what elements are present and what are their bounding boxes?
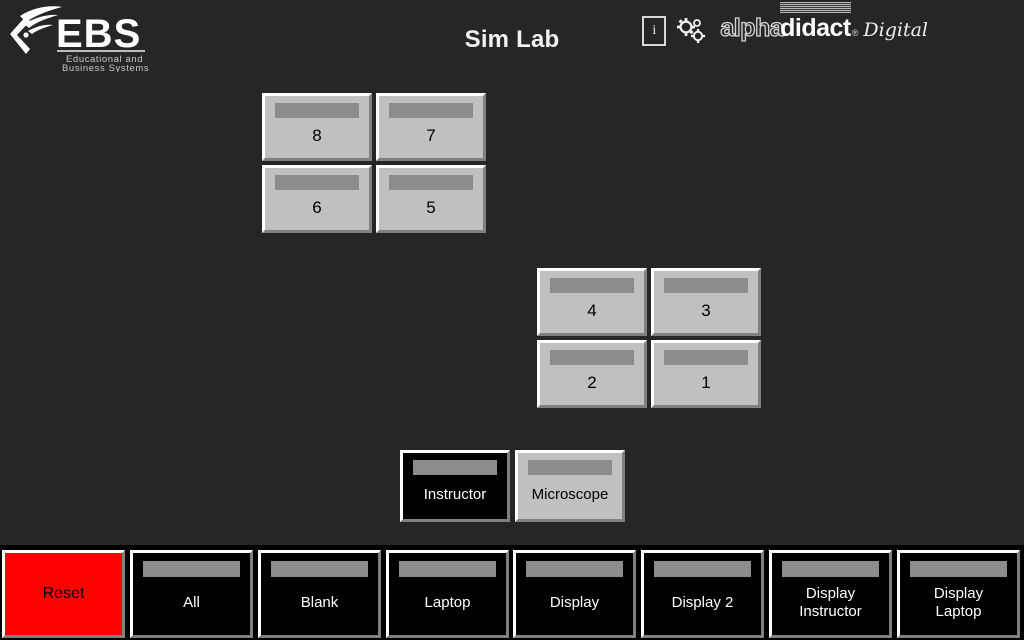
button-bar (526, 561, 623, 577)
station-bar (550, 278, 634, 293)
ebs-logo: EBS Educational and Business Systems (4, 4, 154, 74)
display-button[interactable]: Display (513, 550, 636, 638)
page-title: Sim Lab (464, 26, 560, 53)
station-bar (664, 350, 748, 365)
brand-bar-decoration (780, 2, 851, 13)
source-bar (528, 460, 612, 475)
reset-button[interactable]: Reset (2, 550, 125, 638)
brand-didact-label: didact (780, 14, 851, 42)
source-label: Microscope (531, 485, 609, 503)
station-label: 7 (426, 125, 436, 145)
gears-icon[interactable] (675, 16, 709, 46)
station-label: 3 (701, 300, 711, 320)
button-bar (654, 561, 751, 577)
brand-didact-text: didact (780, 2, 851, 43)
display-laptop-button[interactable]: Display Laptop (897, 550, 1020, 638)
laptop-button[interactable]: Laptop (386, 550, 509, 638)
laptop-button-label: Laptop (424, 594, 471, 611)
station-button-2[interactable]: 2 (537, 340, 647, 408)
button-bar (143, 561, 240, 577)
station-label: 2 (587, 372, 597, 392)
button-bar (782, 561, 879, 577)
source-label: Instructor (423, 485, 487, 503)
blank-button[interactable]: Blank (258, 550, 381, 638)
header-right-group: i (642, 2, 928, 48)
station-label: 6 (312, 197, 322, 217)
display-2-button-label: Display 2 (671, 594, 734, 611)
station-bar (389, 175, 473, 190)
station-button-1[interactable]: 1 (651, 340, 761, 408)
alphadidact-logo: alpha didact ® Digital (720, 2, 928, 48)
display-laptop-button-label: Display Laptop (900, 577, 1017, 635)
info-icon[interactable]: i (642, 16, 667, 46)
label-line-1: Display (933, 585, 984, 602)
source-button-instructor[interactable]: Instructor (400, 450, 510, 522)
registered-mark: ® (851, 28, 859, 38)
station-button-6[interactable]: 6 (262, 165, 372, 233)
header: EBS Educational and Business Systems Sim… (0, 0, 1024, 80)
brand-digital-text: Digital (863, 19, 928, 41)
button-bar (910, 561, 1007, 577)
display-instructor-button-label: Display Instructor (772, 577, 889, 635)
station-label: 1 (701, 372, 711, 392)
svg-text:Educational and: Educational and (66, 54, 143, 65)
svg-text:Business Systems: Business Systems (62, 63, 149, 72)
station-bar (550, 350, 634, 365)
station-bar (275, 175, 359, 190)
display-2-button[interactable]: Display 2 (641, 550, 764, 638)
all-button-label: All (183, 594, 200, 611)
station-bar (389, 103, 473, 118)
ebs-logo-svg: EBS Educational and Business Systems (10, 6, 149, 74)
label-line-2: Instructor (799, 603, 862, 620)
brand-alpha-text: alpha (720, 13, 785, 42)
reset-button-label: Reset (42, 585, 85, 602)
station-bar (275, 103, 359, 118)
station-label: 4 (587, 300, 597, 320)
label-line-2: Laptop (935, 603, 982, 620)
blank-button-label: Blank (300, 594, 339, 611)
station-button-8[interactable]: 8 (262, 93, 372, 161)
button-bar (399, 561, 496, 577)
display-button-label: Display (549, 594, 600, 611)
source-button-microscope[interactable]: Microscope (515, 450, 625, 522)
svg-text:EBS: EBS (56, 12, 141, 56)
station-button-3[interactable]: 3 (651, 268, 761, 336)
label-line-1: Display (805, 585, 856, 602)
station-label: 5 (426, 197, 436, 217)
station-button-4[interactable]: 4 (537, 268, 647, 336)
station-bar (664, 278, 748, 293)
station-button-7[interactable]: 7 (376, 93, 486, 161)
station-label: 8 (312, 125, 322, 145)
source-bar (413, 460, 497, 475)
all-button[interactable]: All (130, 550, 253, 638)
display-instructor-button[interactable]: Display Instructor (769, 550, 892, 638)
station-button-5[interactable]: 5 (376, 165, 486, 233)
button-bar (271, 561, 368, 577)
